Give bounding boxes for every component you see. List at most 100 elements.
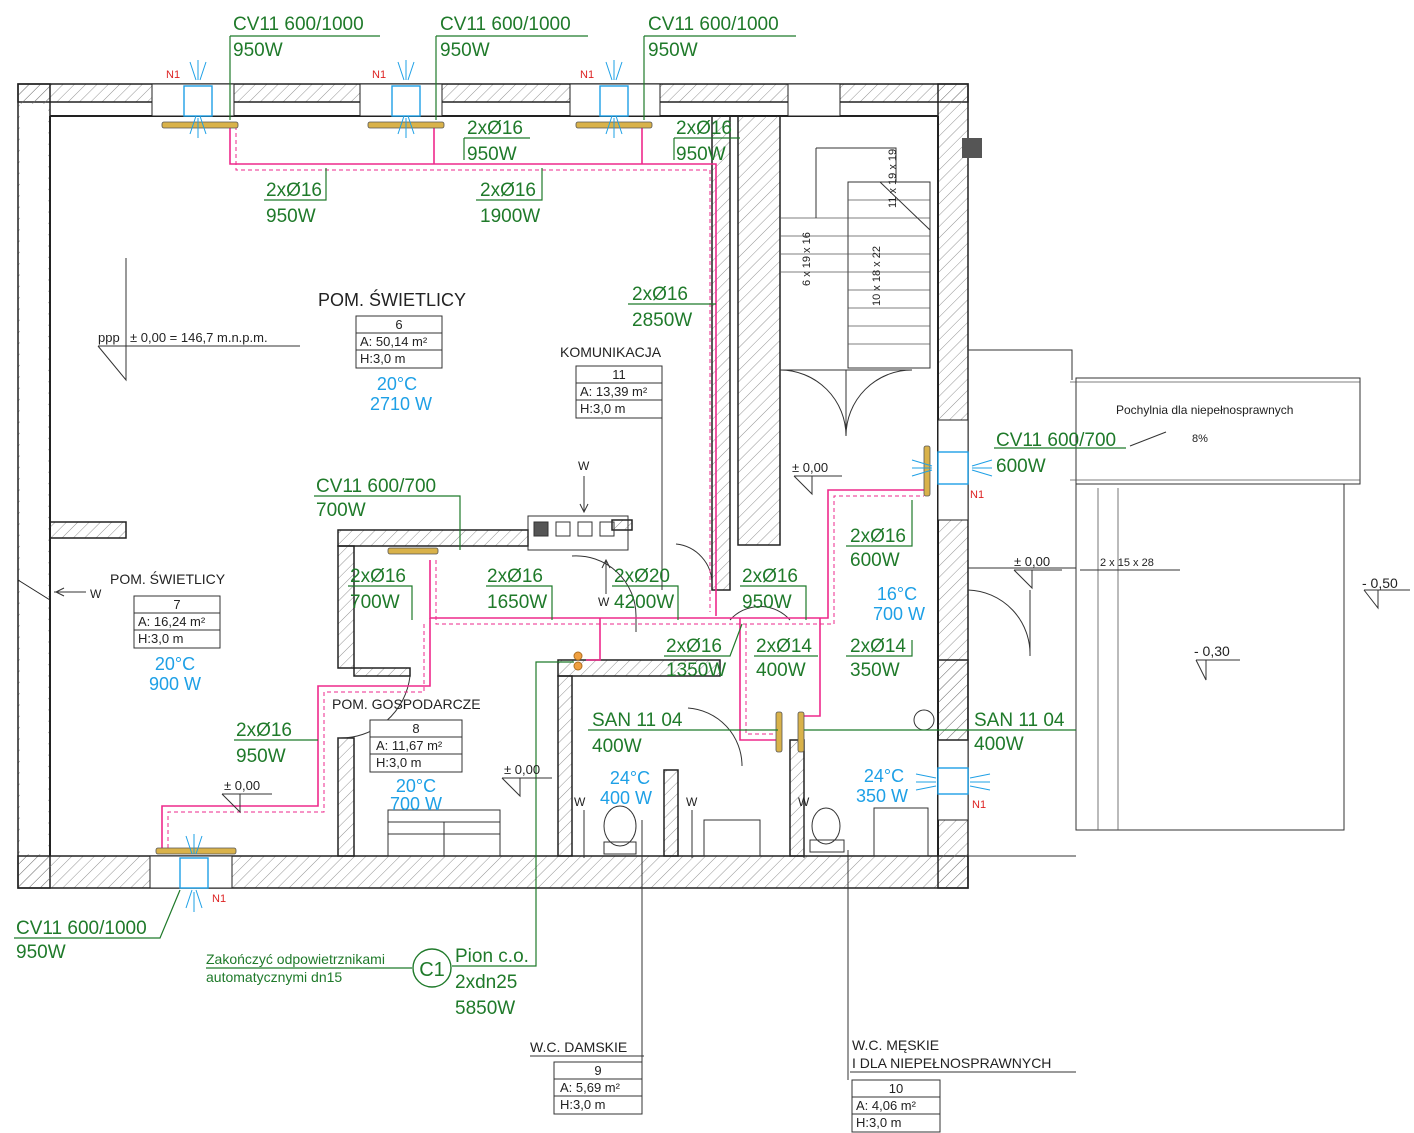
pipe-6-diameter: 2xØ16: [850, 526, 906, 547]
riser-title: Pion c.o.: [455, 946, 529, 967]
radiator-san1-model: SAN 11 04: [592, 710, 683, 731]
pipe-3-power: 950W: [266, 206, 316, 227]
room10-name-line2: I DLA NIEPEŁNOSPRAWNYCH: [852, 1055, 1051, 1071]
pipe-6-power: 600W: [850, 550, 900, 571]
radiator-san1-power: 400W: [592, 736, 642, 757]
radiator-right-power: 600W: [996, 456, 1046, 477]
radiator-tag-top2: N1: [372, 69, 386, 81]
ramp-label: Pochylnia dla niepełnosprawnych: [1116, 403, 1293, 417]
room11-number: 11: [612, 367, 626, 382]
level-mark-2: ± 0,00: [1014, 554, 1050, 569]
room6-area: A: 50,14 m²: [360, 334, 428, 349]
level-ppp: ppp: [98, 330, 120, 345]
heating-pipes: [161, 126, 924, 850]
pipe-7-power: 700W: [350, 592, 400, 613]
level-mark-3: ± 0,00: [224, 778, 260, 793]
radiator-top2-power: 950W: [440, 40, 490, 61]
room9-heat-load: 400 W: [600, 788, 652, 808]
pipe-4-diameter: 2xØ16: [480, 180, 536, 201]
room10-heat-load: 350 W: [856, 786, 908, 806]
level-mark-5: - 0,50: [1362, 575, 1398, 591]
radiator-mid-power: 700W: [316, 500, 366, 521]
radiator-san2-model: SAN 11 04: [974, 710, 1065, 731]
room-boxes: [133, 315, 1076, 1133]
ventilation-label-4: W: [574, 795, 586, 809]
pipe-12-power: 400W: [756, 660, 806, 681]
room7-temperature: 20°C: [155, 654, 195, 674]
radiator-san2-power: 400W: [974, 734, 1024, 755]
riser-symbol: C1: [419, 959, 445, 981]
level-mark-6: - 0,30: [1194, 643, 1230, 659]
room8-temperature: 20°C: [396, 776, 436, 796]
room7-name: POM. ŚWIETLICY: [110, 570, 226, 587]
room11-height: H:3,0 m: [580, 401, 626, 416]
radiator-symbols: N1 N1 N1 N1 N1 N1: [155, 60, 993, 912]
room10-temperature: 24°C: [864, 766, 904, 786]
riser-size: 2xdn25: [455, 972, 517, 993]
pipe-1-power: 950W: [467, 144, 517, 165]
stairs-label-2: 6 x 19 x 16: [801, 232, 813, 286]
room6-height: H:3,0 m: [360, 351, 406, 366]
radiator-top1-power: 950W: [233, 40, 283, 61]
stairs-label-1: 11 x 19 x 19: [887, 149, 899, 208]
radiator-top3-power: 950W: [648, 40, 698, 61]
level-mark-4: ± 0,00: [504, 762, 540, 777]
staircase: 11 x 19 x 19 6 x 19 x 16 10 x 18 x 22: [779, 147, 931, 437]
pipe-5-diameter: 2xØ16: [632, 284, 688, 305]
room10-height: H:3,0 m: [856, 1115, 902, 1130]
hall-temperature: 16°C: [877, 584, 917, 604]
ventilation-label-2: W: [598, 595, 610, 609]
radiator-mid-model: CV11 600/700: [316, 476, 436, 497]
pipe-7-diameter: 2xØ16: [350, 566, 406, 587]
ventilation-label-6: W: [798, 795, 810, 809]
room10-number: 10: [889, 1081, 903, 1096]
room8-height: H:3,0 m: [376, 755, 422, 770]
pipe-10-diameter: 2xØ16: [742, 566, 798, 587]
room10-name-line1: W.C. MĘSKIE: [852, 1037, 939, 1053]
room9-number: 9: [594, 1063, 601, 1078]
room6-name: POM. ŚWIETLICY: [318, 289, 466, 310]
pipe-8-power: 1650W: [487, 592, 547, 613]
stairs-label-4: 2 x 15 x 28: [1100, 557, 1154, 569]
pipe-11-power: 1350W: [666, 660, 726, 681]
room11-name: KOMUNIKACJA: [560, 344, 662, 360]
ramp: Pochylnia dla niepełnosprawnych 8% 2 x 1…: [967, 349, 1361, 857]
riser-note-line1: Zakończyć odpowietrznikami: [206, 951, 385, 967]
room6-heat-load: 2710 W: [370, 394, 432, 414]
ramp-slope: 8%: [1192, 433, 1208, 445]
radiator-top1-model: CV11 600/1000: [233, 14, 364, 35]
radiator-tag-san2: N1: [972, 799, 986, 811]
room7-number: 7: [173, 597, 180, 612]
ventilation-label-3: W: [90, 587, 102, 601]
pipe-2-diameter: 2xØ16: [676, 118, 732, 139]
room8-name: POM. GOSPODARCZE: [332, 696, 481, 712]
radiator-tag-top3: N1: [580, 69, 594, 81]
pipe-10-power: 950W: [742, 592, 792, 613]
ventilation-label-1: W: [578, 459, 590, 473]
pipe-14-diameter: 2xØ16: [236, 720, 292, 741]
pipe-13-diameter: 2xØ14: [850, 636, 906, 657]
hall-heat-load: 700 W: [873, 604, 925, 624]
fixtures: [387, 515, 935, 858]
level-ppp-value: ± 0,00 = 146,7 m.n.p.m.: [130, 330, 268, 345]
room7-heat-load: 900 W: [149, 674, 201, 694]
radiator-top2-model: CV11 600/1000: [440, 14, 571, 35]
pipe-14-power: 950W: [236, 746, 286, 767]
room9-area: A: 5,69 m²: [560, 1080, 621, 1095]
pipe-9-power: 4200W: [614, 592, 674, 613]
room8-number: 8: [412, 721, 419, 736]
pipe-1-diameter: 2xØ16: [467, 118, 523, 139]
radiator-top3-model: CV11 600/1000: [648, 14, 779, 35]
walls: [17, 83, 982, 889]
room9-temperature: 24°C: [610, 768, 650, 788]
pipe-8-diameter: 2xØ16: [487, 566, 543, 587]
pipe-12-diameter: 2xØ14: [756, 636, 812, 657]
pipe-3-diameter: 2xØ16: [266, 180, 322, 201]
radiator-tag-top1: N1: [166, 69, 180, 81]
level-mark-1: ± 0,00: [792, 460, 828, 475]
riser-power: 5850W: [455, 998, 515, 1019]
room6-number: 6: [395, 317, 402, 332]
radiator-bottom-model: CV11 600/1000: [16, 918, 147, 939]
pipe-5-power: 2850W: [632, 310, 692, 331]
